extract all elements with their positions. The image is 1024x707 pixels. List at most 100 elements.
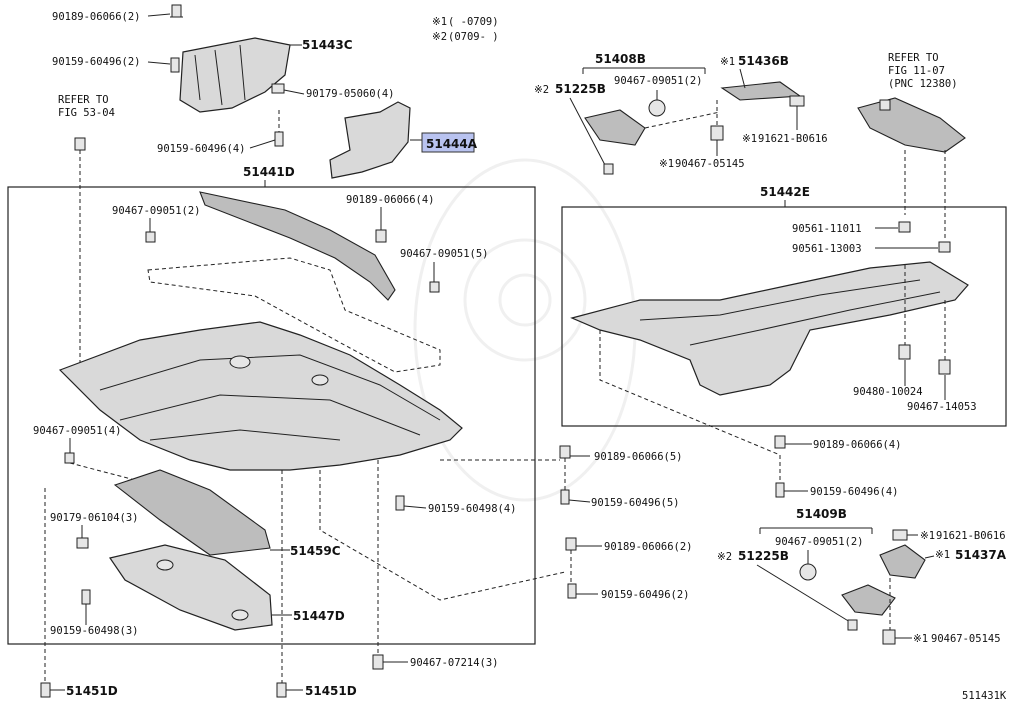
collar-icon [882,629,896,645]
label-90179-06104-3: 90179-06104(3) [50,512,139,524]
label-51447d: 51447D [293,609,345,623]
clip-icon [559,445,571,459]
clip-icon [774,435,786,449]
label-51437a: 51437A [955,548,1007,562]
clip-icon [648,99,666,117]
part-cover-strip [199,191,396,301]
label-91621-b0616-top: 91621-B0616 [758,133,828,145]
clip-icon [938,241,951,253]
label-90467-09051-2b: 90467-09051(2) [614,75,703,87]
part-51459c-plate [113,469,271,556]
label-90159-60496-4b: 90159-60496(4) [810,486,899,498]
label-90467-09051-4: 90467-09051(4) [33,425,122,437]
note-1-text: ( -0709) [448,16,499,28]
label-51459c: 51459C [290,544,341,558]
mark-51225b-top: ※2 [534,84,549,96]
group-frame-51442e [561,206,1007,427]
note-1-mark: ※1 [432,16,447,28]
label-90561-13003: 90561-13003 [792,243,862,255]
refer-right-line1: REFER TO [888,52,939,64]
part-51443c-bracket [179,37,291,113]
label-51225b-bottom: 51225B [738,549,789,563]
clip-icon [799,563,817,581]
bolt-icon [81,589,91,605]
highlight-box [421,132,475,153]
part-51437a-stay [879,544,926,579]
label-90159-60496-4: 90159-60496(4) [157,143,246,155]
collar-icon [710,125,724,141]
label-90467-09051-2c: 90467-09051(2) [775,536,864,548]
refer-left-line2: FIG 53-04 [58,107,115,119]
label-90159-60496-2: 90159-60496(2) [52,56,141,68]
clip-icon [603,163,614,175]
mark-91621-b0616-top: ※1 [742,133,757,145]
label-90189-06066-4: 90189-06066(4) [346,194,435,206]
label-90467-05145-bottom: 90467-05145 [931,633,1001,645]
label-90480-10024: 90480-10024 [853,386,923,398]
clip-icon [938,359,951,375]
clip-icon [429,281,440,293]
group-label-51409b: 51409B [796,507,847,521]
label-90467-09051-2: 90467-09051(2) [112,205,201,217]
label-90159-60498-3: 90159-60498(3) [50,625,139,637]
clip-icon [170,4,183,18]
part-51444a-bracket [329,101,411,179]
label-90179-05060-4: 90179-05060(4) [306,88,395,100]
clip-icon [372,654,384,670]
figure-number: 511431K [962,690,1007,702]
nut-icon [76,537,89,549]
part-51447d-plate [109,544,273,631]
bolt-icon [789,95,805,107]
collar-icon [898,344,911,360]
bolt-icon [274,131,284,147]
bolt-icon [892,529,908,541]
bolt-icon [395,495,405,511]
label-90189-06066-2: 90189-06066(2) [52,11,141,23]
group-label-51442e: 51442E [760,185,810,199]
clip-icon [847,619,858,631]
label-51436b: 51436B [738,54,789,68]
label-51444a[interactable]: 51444A [426,137,478,151]
part-51225b-bracket-bottom [841,584,896,616]
bolt-icon [276,682,287,698]
part-51225b-bracket-top [584,109,646,146]
refer-right-line2: FIG 11-07 [888,65,945,77]
label-90467-05145-top: 90467-05145 [675,158,745,170]
label-51443c: 51443C [302,38,353,52]
label-90467-09051-5: 90467-09051(5) [400,248,489,260]
label-51451d-right: 51451D [305,684,357,698]
group-label-51408b: 51408B [595,52,646,66]
group-frame-51441d [7,186,536,645]
label-51451d-left: 51451D [66,684,118,698]
part-main-under-cover [58,321,463,471]
bolt-icon [40,682,51,698]
label-90159-60498-4: 90159-60498(4) [428,503,517,515]
bolt-icon [775,482,785,498]
label-90189-06066-2b: 90189-06066(2) [604,541,693,553]
mark-51225b-bottom: ※2 [717,551,732,563]
part-51436b-stay [720,81,802,101]
clip-icon [375,229,387,243]
nut-icon [271,83,285,94]
mark-51436b: ※1 [720,56,735,68]
refer-right-line3: (PNC 12380) [888,78,958,90]
label-90561-11011: 90561-11011 [792,223,862,235]
clip-icon [74,137,86,151]
label-90467-14053: 90467-14053 [907,401,977,413]
label-90189-06066-4b: 90189-06066(4) [813,439,902,451]
mark-91621-b0616-bottom: ※1 [920,530,935,542]
mark-90467-05145-bottom: ※1 [913,633,928,645]
refer-left-line1: REFER TO [58,94,109,106]
note-2-text: (0709- ) [448,31,499,43]
note-2-mark: ※2 [432,31,447,43]
label-90159-60496-2b: 90159-60496(2) [601,589,690,601]
part-engine-mount-bracket [857,97,966,153]
part-cover-plate-upper [147,257,441,373]
clip-icon [145,231,156,243]
label-51225b-top: 51225B [555,82,606,96]
mark-90467-05145-top: ※1 [659,158,674,170]
bolt-icon [170,57,180,73]
bolt-icon [560,489,570,505]
mark-51437a: ※1 [935,549,950,561]
